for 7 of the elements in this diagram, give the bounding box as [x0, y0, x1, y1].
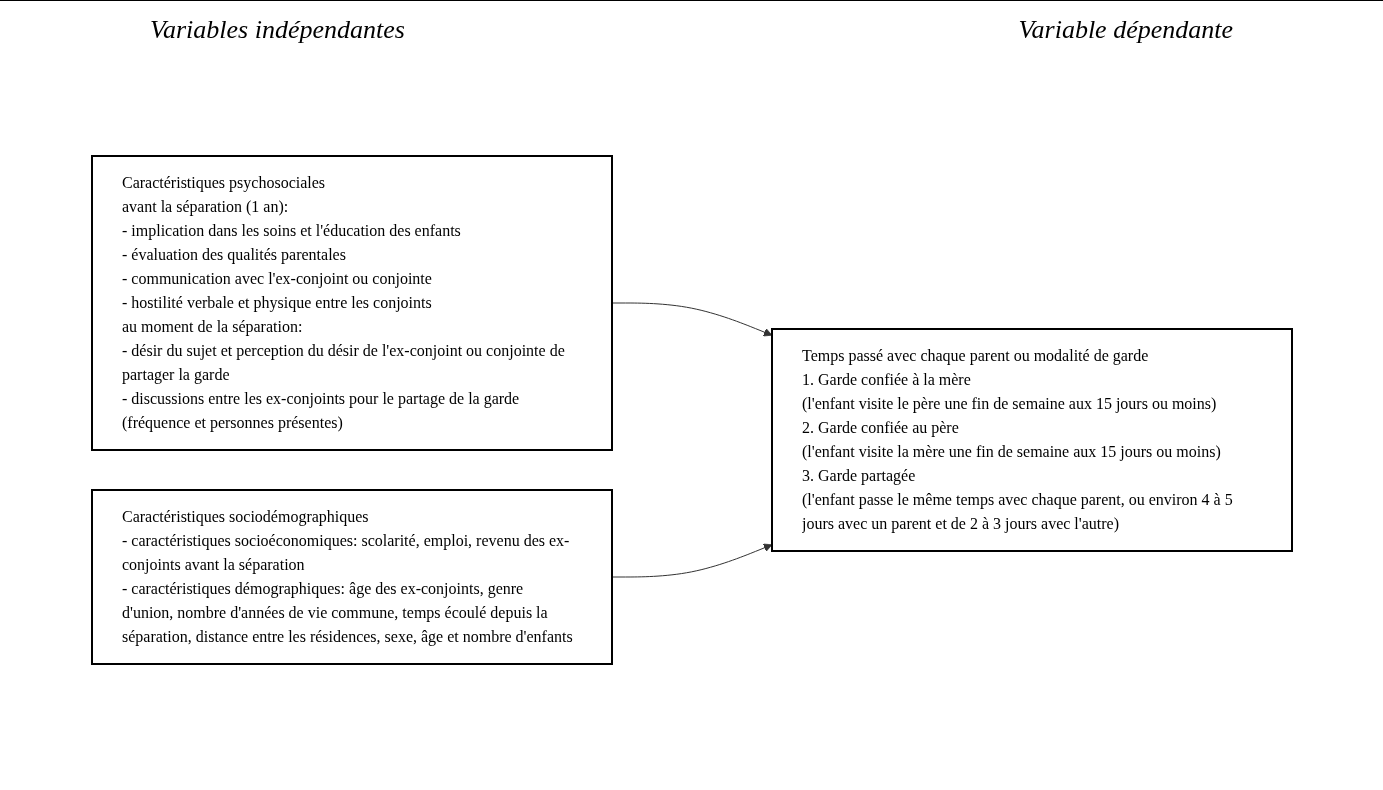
column-heading: Variable dépendante: [1018, 15, 1233, 45]
arrow: [611, 302, 772, 337]
column-heading: Variables indépendantes: [150, 15, 405, 45]
node-box: Caractéristiques sociodémographiques - caractéristiques socioéconomiques: scolarité, emploi, revenu des ex-conjoints avant la séparation - caractéristiques démographiques: âge des ex-conjoints, genre d'union, nombre d'années de vie commune, temps écoulé depuis la séparation, distance entre les résidences, sexe, âge et nombre d'enfants: [90, 489, 613, 665]
arrow: [611, 543, 772, 578]
node-box: Temps passé avec chaque parent ou modalité de garde 1. Garde confiée à la mère (l'enfant visite le père une fin de semaine aux 15 jours ou moins) 2. Garde confiée au père (l'enfant visite la mère une fin de semaine aux 15 jours ou moins) 3. Garde partagée (l'enfant passe le même temps avec chaque parent, ou environ 4 à 5 jours avec un parent et de 2 à 3 jours avec l'autre): [770, 328, 1293, 552]
node-box: Caractéristiques psychosociales avant la séparation (1 an): - implication dans les soins et l'éducation des enfants - évaluation des qualités parentales - communication avec l'ex-conjoint ou conjointe - hostilité verbale et physique entre les conjoints au moment de la séparation: - désir du sujet et perception du désir de l'ex-conjoint ou conjointe de partager la garde - discussions entre les ex-conjoints pour le partage de la garde (fréquence et personnes présentes): [90, 155, 613, 451]
